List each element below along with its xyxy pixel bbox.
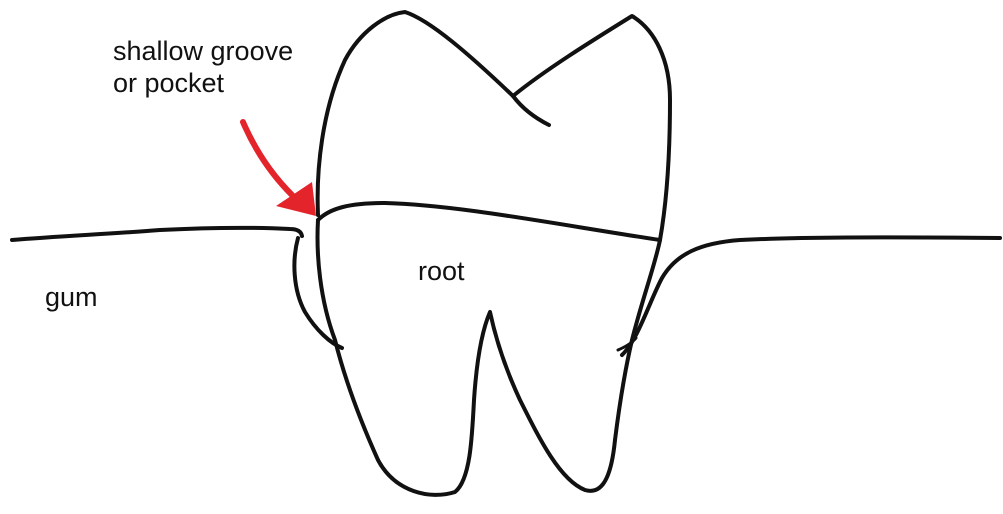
- gum-label: gum: [45, 282, 98, 314]
- groove-label: shallow groove or pocket: [113, 36, 293, 100]
- tooth-neck-line: [318, 203, 660, 240]
- groove-label-line1: shallow groove: [113, 36, 293, 68]
- root-label: root: [418, 256, 465, 288]
- groove-label-line2: or pocket: [113, 68, 293, 100]
- tooth-crown: [318, 12, 670, 240]
- tooth-crown-groove: [513, 96, 549, 125]
- tooth-root: [318, 220, 660, 495]
- groove-arrow-shaft: [243, 122, 292, 195]
- gum-line-left: [12, 228, 302, 240]
- gum-line-right: [622, 237, 1000, 355]
